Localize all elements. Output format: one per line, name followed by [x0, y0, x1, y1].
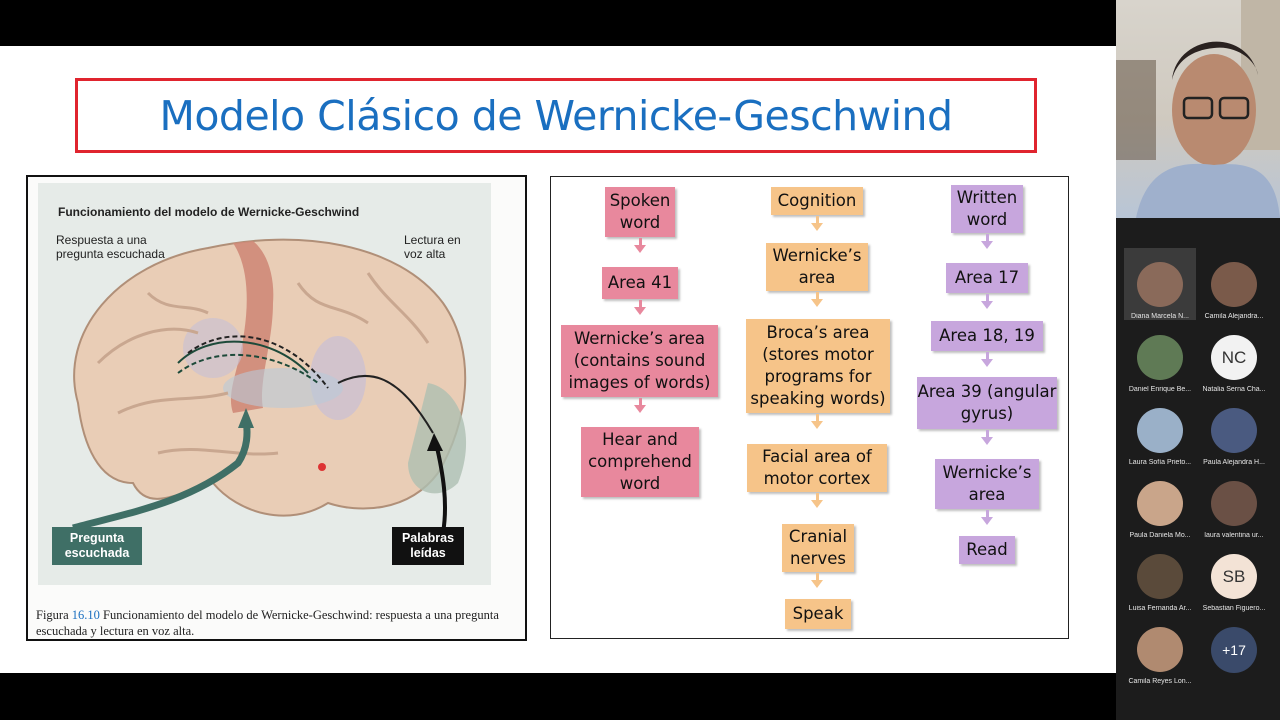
box-spoken-word: Spoken word	[605, 187, 675, 237]
slide-title: Modelo Clásico de Wernicke-Geschwind	[159, 91, 953, 140]
box-hear-comprehend: Hear and comprehend word	[581, 427, 699, 497]
participant-name: Diana Marcela N...	[1131, 313, 1189, 320]
participant-tile[interactable]: Paula Alejandra H...	[1198, 394, 1270, 466]
box-area-18-19: Area 18, 19	[931, 321, 1043, 351]
avatar: NC	[1211, 335, 1257, 381]
participant-tile[interactable]: Laura Sofía Prieto...	[1124, 394, 1196, 466]
participant-tile[interactable]: laura valentina ur...	[1198, 467, 1270, 539]
box-wernicke-sound: Wernicke’s area (contains sound images o…	[561, 325, 718, 397]
avatar	[1211, 408, 1257, 454]
participant-name: Natalia Serna Cha...	[1202, 386, 1266, 393]
participant-name: Laura Sofía Prieto...	[1128, 459, 1192, 466]
avatar	[1137, 335, 1183, 381]
participant-name: Paula Daniela Mo...	[1129, 532, 1191, 539]
box-cranial-nerves: Cranial nerves	[782, 524, 854, 572]
brain-figure: Funcionamiento del modelo de Wernicke-Ge…	[26, 175, 527, 641]
figure-heading: Funcionamiento del modelo de Wernicke-Ge…	[58, 205, 360, 219]
arrow-down-icon	[811, 414, 823, 429]
box-area-17: Area 17	[946, 263, 1028, 293]
box-wernicke-area-2: Wernicke’s area	[766, 243, 868, 291]
box-area-39: Area 39 (angular gyrus)	[917, 377, 1057, 429]
box-cognition: Cognition	[771, 187, 863, 215]
arrow-down-icon	[981, 510, 993, 525]
box-read: Read	[959, 536, 1015, 564]
participant-tile[interactable]: Paula Daniela Mo...	[1124, 467, 1196, 539]
box-wernicke-area-3: Wernicke’s area	[935, 459, 1039, 509]
brain-figure-panel: Funcionamiento del modelo de Wernicke-Ge…	[38, 183, 491, 585]
participant-tile[interactable]: SB Sebastian Figuero...	[1198, 540, 1270, 612]
arrow-down-icon	[981, 234, 993, 249]
participant-name: Camila Reyes Lon...	[1128, 678, 1192, 685]
arrow-down-icon	[811, 493, 823, 508]
brain-illustration	[72, 238, 467, 534]
avatar	[1137, 554, 1183, 600]
caption-number: 16.10	[71, 608, 100, 622]
arrow-down-icon	[981, 294, 993, 309]
presentation-slide: Modelo Clásico de Wernicke-Geschwind Fun…	[0, 46, 1116, 673]
label-heard-question: Respuesta a una pregunta escuchada	[56, 233, 165, 261]
avatar	[1137, 262, 1183, 308]
box-speak: Speak	[785, 599, 851, 629]
avatar	[1137, 627, 1183, 673]
caption-text: Funcionamiento del modelo de Wernicke-Ge…	[36, 608, 499, 638]
language-flowchart: Spoken word Area 41 Wernicke’s area (con…	[550, 176, 1069, 639]
arrow-down-icon	[811, 573, 823, 588]
avatar	[1137, 408, 1183, 454]
participant-name: Daniel Enrique Be...	[1128, 386, 1192, 393]
avatar	[1211, 262, 1257, 308]
tag-heard-question: Pregunta escuchada	[52, 527, 142, 565]
participant-name: Sebastian Figuero...	[1202, 605, 1266, 612]
tag-read-words: Palabras leídas	[392, 527, 464, 565]
box-area-41: Area 41	[602, 267, 678, 299]
arrow-down-icon	[981, 430, 993, 445]
box-written-word: Written word	[951, 185, 1023, 233]
participant-name: laura valentina ur...	[1204, 532, 1264, 539]
participant-name: Luisa Fernanda Ar...	[1128, 605, 1192, 612]
participant-name: Paula Alejandra H...	[1203, 459, 1265, 466]
figure-caption: Figura 16.10 Funcionamiento del modelo d…	[36, 607, 506, 639]
more-count-badge: +17	[1211, 627, 1257, 673]
participant-tile[interactable]: Diana Marcela N...	[1124, 248, 1196, 320]
arrow-down-icon	[634, 238, 646, 253]
more-participants-button[interactable]: +17	[1198, 613, 1270, 685]
participant-tile[interactable]: Camila Alejandra...	[1198, 248, 1270, 320]
slide-title-box: Modelo Clásico de Wernicke-Geschwind	[75, 78, 1037, 153]
participant-tile[interactable]: Camila Reyes Lon...	[1124, 613, 1196, 685]
avatar: SB	[1211, 554, 1257, 600]
participant-tile[interactable]: NC Natalia Serna Cha...	[1198, 321, 1270, 393]
box-facial-area: Facial area of motor cortex	[747, 444, 887, 492]
avatar	[1211, 481, 1257, 527]
arrow-down-icon	[981, 352, 993, 367]
box-broca-area: Broca’s area (stores motor programs for …	[746, 319, 890, 413]
presenter-silhouette	[1116, 0, 1280, 218]
arrow-down-icon	[811, 292, 823, 307]
participant-tile[interactable]: Luisa Fernanda Ar...	[1124, 540, 1196, 612]
arrow-down-icon	[634, 300, 646, 315]
presenter-video[interactable]	[1116, 0, 1280, 218]
avatar	[1137, 481, 1183, 527]
arrow-down-icon	[811, 216, 823, 231]
label-read-aloud: Lectura en voz alta	[404, 233, 461, 261]
participant-name: Camila Alejandra...	[1204, 313, 1264, 320]
participant-tile[interactable]: Daniel Enrique Be...	[1124, 321, 1196, 393]
caption-prefix: Figura	[36, 608, 72, 622]
arrow-down-icon	[634, 398, 646, 413]
